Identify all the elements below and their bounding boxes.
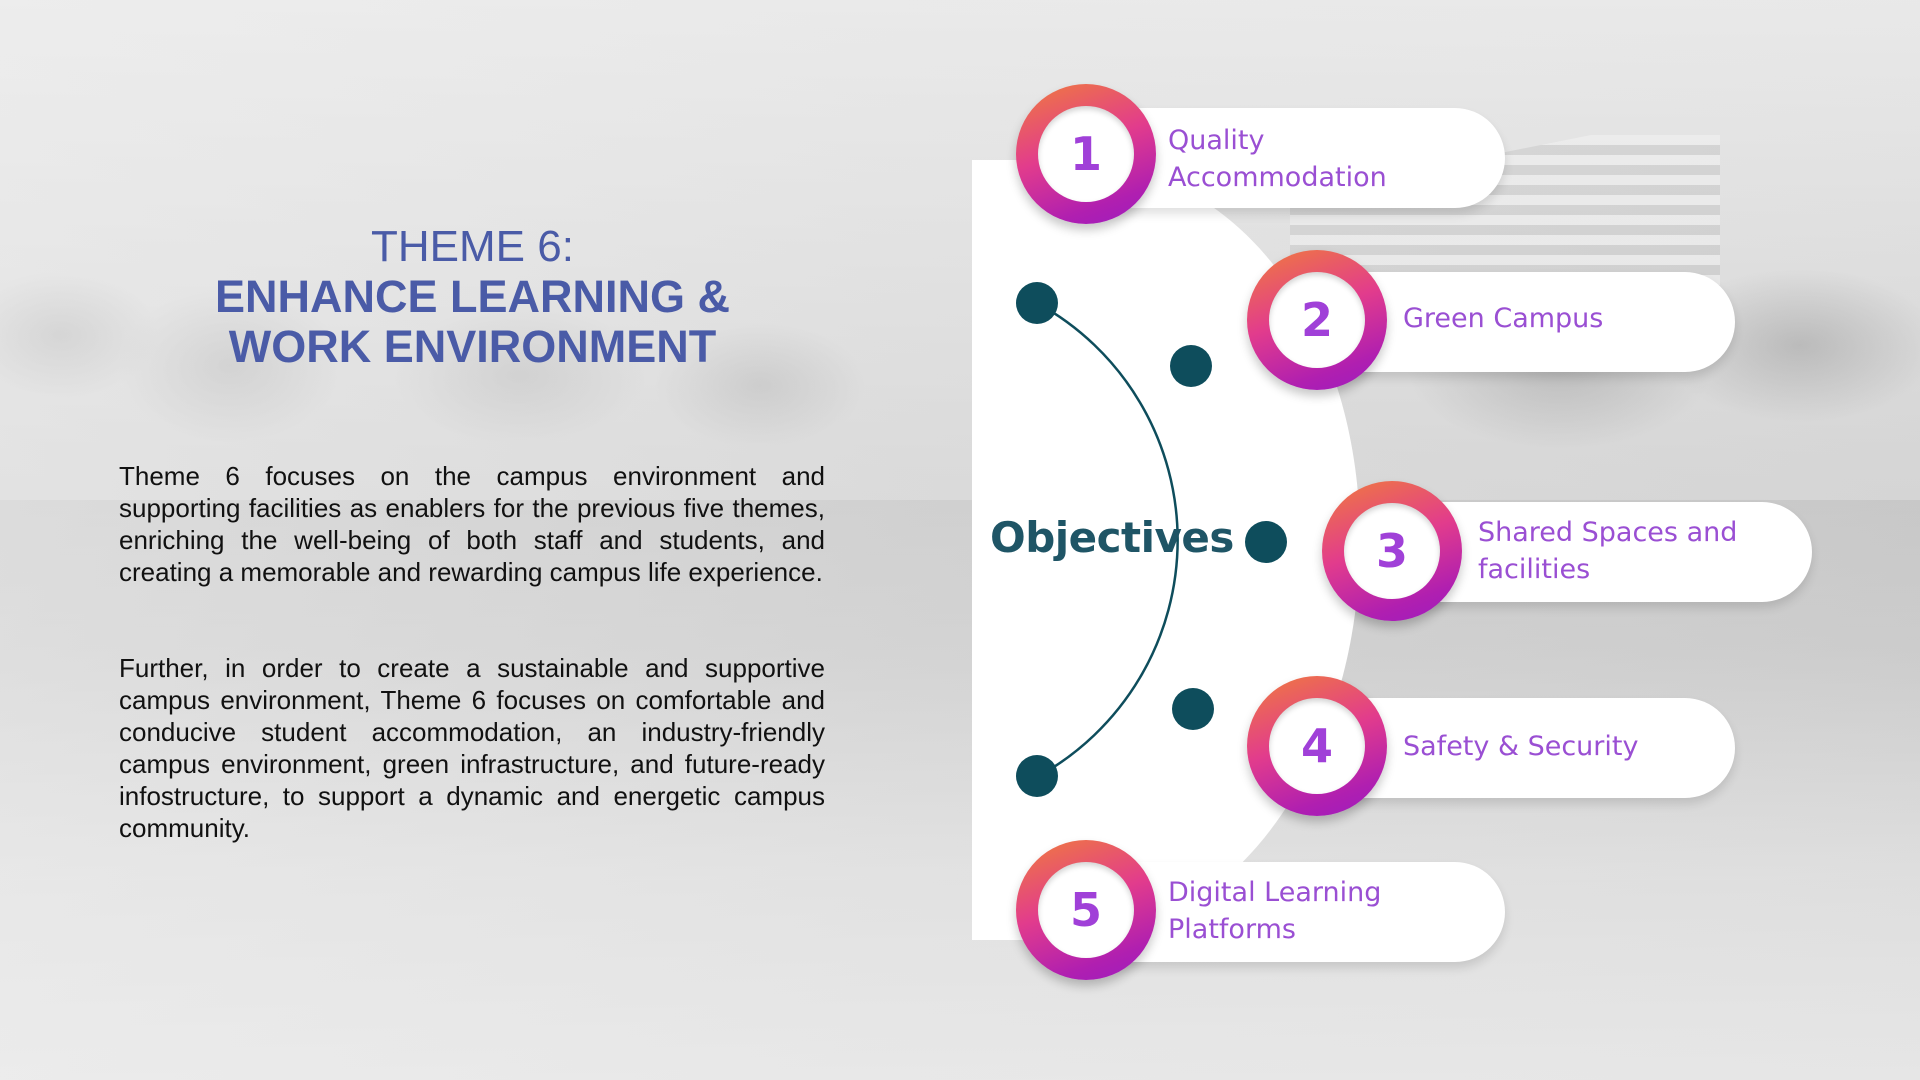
objective-label-1-line2: Accommodation: [1168, 162, 1387, 193]
objective-label-4-line1: Safety & Security: [1403, 731, 1639, 762]
theme-title-line2: WORK ENVIRONMENT: [228, 321, 717, 372]
objectives-arc: [1036, 301, 1179, 779]
objective-badge-1-inner: 1: [1038, 106, 1134, 202]
theme-number: THEME 6:: [371, 222, 574, 271]
objective-number-3: 3: [1375, 524, 1408, 578]
objective-label-1: Quality Accommodation: [1168, 122, 1488, 196]
objective-number-5: 5: [1069, 883, 1102, 937]
objective-label-3-line2: facilities: [1478, 554, 1591, 585]
objective-label-3-line1: Shared Spaces and: [1478, 517, 1738, 548]
arc-dot-1: [1016, 282, 1058, 324]
objective-badge-1: 1: [1016, 84, 1156, 224]
objective-label-2-line1: Green Campus: [1403, 303, 1604, 334]
objective-badge-3: 3: [1322, 481, 1462, 621]
objective-number-2: 2: [1300, 293, 1333, 347]
objective-label-1-line1: Quality: [1168, 125, 1265, 156]
objective-label-2: Green Campus: [1403, 300, 1723, 337]
objective-label-5-line1: Digital Learning: [1168, 877, 1382, 908]
objective-label-5-line2: Platforms: [1168, 914, 1296, 945]
arc-dot-5: [1016, 755, 1058, 797]
arc-dot-3: [1245, 521, 1287, 563]
objective-badge-2-inner: 2: [1269, 272, 1365, 368]
objective-badge-5-inner: 5: [1038, 862, 1134, 958]
arc-dot-4: [1172, 688, 1214, 730]
objective-label-5: Digital Learning Platforms: [1168, 874, 1488, 948]
objective-badge-2: 2: [1247, 250, 1387, 390]
arc-dot-2: [1170, 345, 1212, 387]
objective-number-1: 1: [1069, 127, 1102, 181]
objectives-heading: Objectives: [990, 513, 1234, 562]
objective-number-4: 4: [1300, 719, 1333, 773]
objective-badge-3-inner: 3: [1344, 503, 1440, 599]
theme-title-line1: ENHANCE LEARNING &: [214, 271, 731, 322]
objective-label-3: Shared Spaces and facilities: [1478, 514, 1808, 588]
description-paragraph-1: Theme 6 focuses on the campus environmen…: [119, 461, 825, 587]
objective-badge-4-inner: 4: [1269, 698, 1365, 794]
description-paragraph-2: Further, in order to create a sustainabl…: [119, 653, 825, 843]
objective-label-4: Safety & Security: [1403, 728, 1723, 765]
objective-badge-5: 5: [1016, 840, 1156, 980]
objective-badge-4: 4: [1247, 676, 1387, 816]
